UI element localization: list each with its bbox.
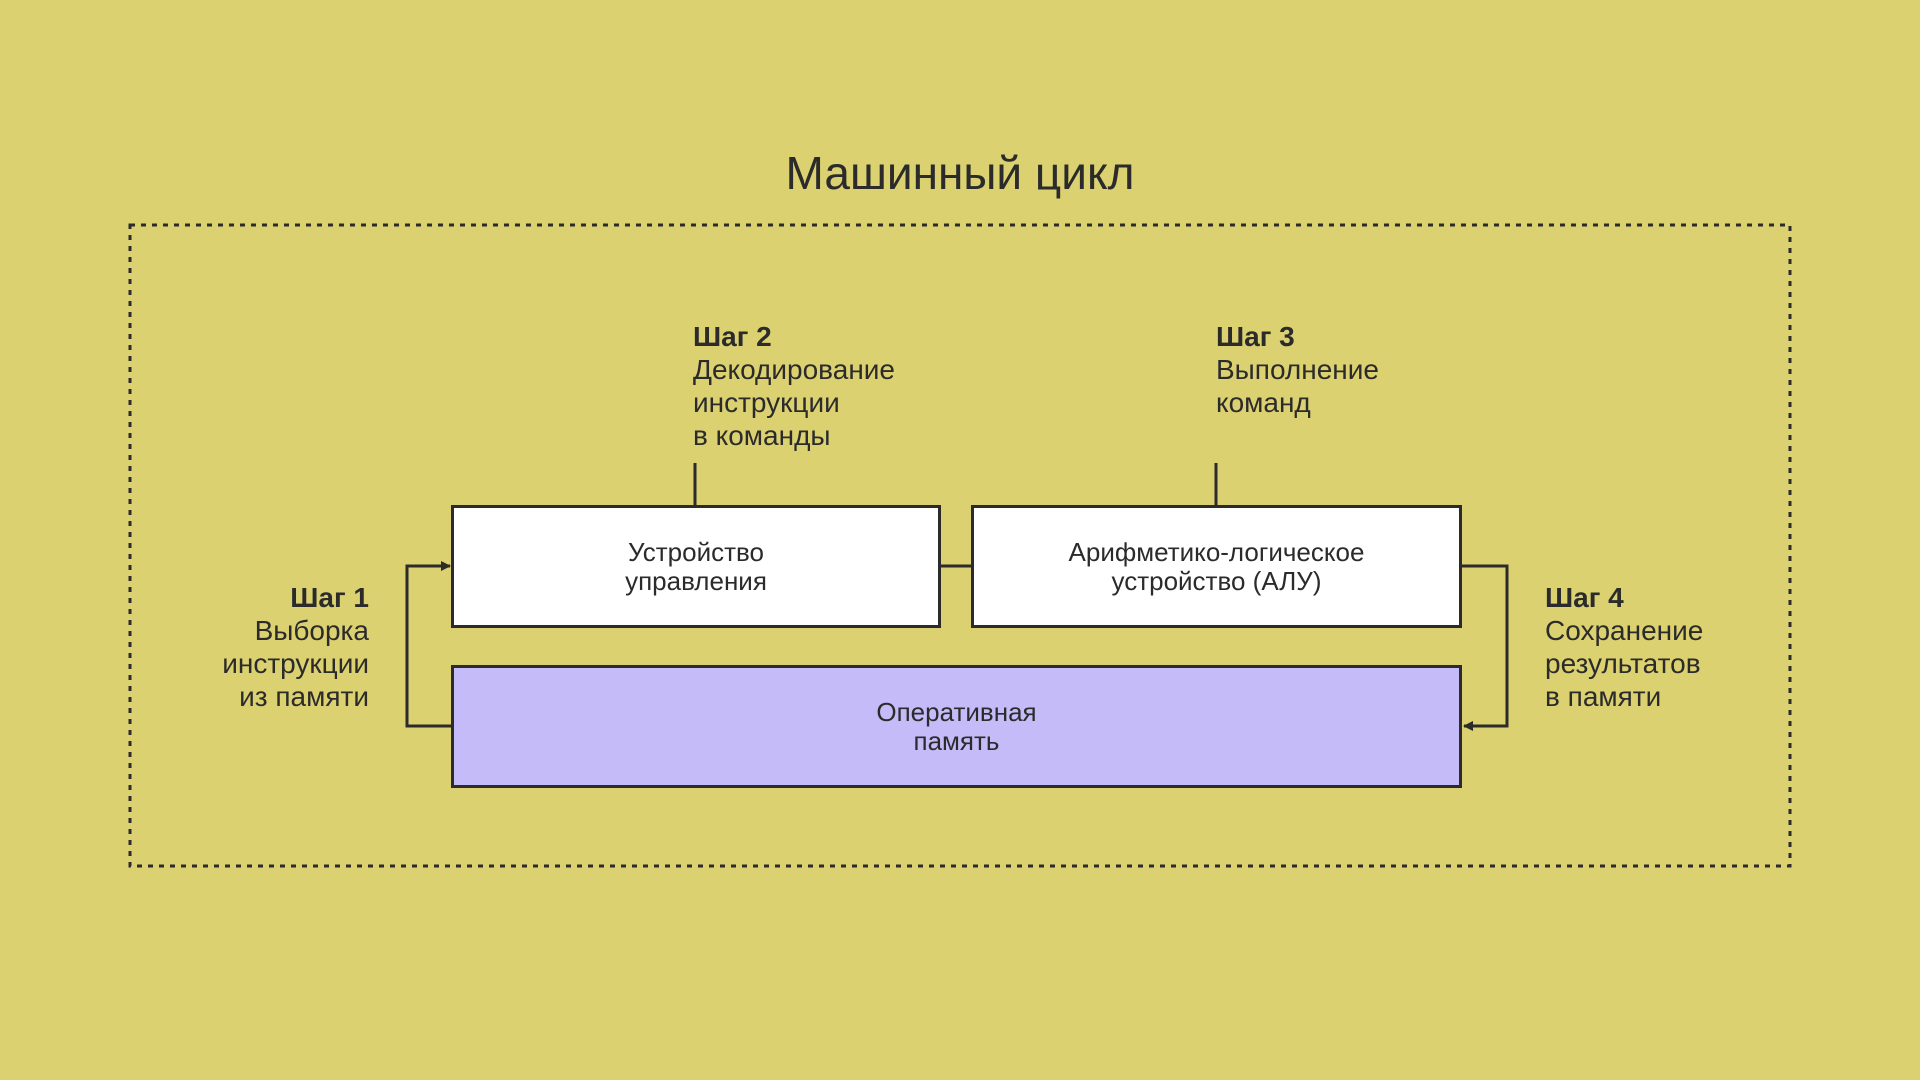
ram-label: Оперативная память (876, 696, 1037, 756)
step-4-label: Шаг 4 Сохранение результатов в памяти (1545, 581, 1703, 713)
step-2-label: Шаг 2 Декодирование инструкции в команды (693, 320, 895, 452)
step-3-title: Шаг 3 (1216, 321, 1295, 352)
control-unit-label: Устройство управления (625, 536, 767, 596)
step-4-title: Шаг 4 (1545, 582, 1624, 613)
step-4-desc: Сохранение результатов в памяти (1545, 615, 1704, 712)
alu-label: Арифметико-логическое устройство (АЛУ) (1068, 536, 1365, 596)
step-3-desc: Выполнение команд (1216, 354, 1379, 418)
step-1-label: Шаг 1 Выборка инструкции из памяти (150, 581, 369, 713)
machine-cycle-frame (128, 223, 1792, 868)
step-3-label: Шаг 3 Выполнение команд (1216, 320, 1379, 419)
step-2-title: Шаг 2 (693, 321, 772, 352)
step-1-title: Шаг 1 (290, 582, 369, 613)
ram-box: Оперативная память (451, 665, 1462, 788)
alu-box: Арифметико-логическое устройство (АЛУ) (971, 505, 1462, 628)
diagram-title: Машинный цикл (785, 147, 1135, 199)
step-2-desc: Декодирование инструкции в команды (693, 354, 895, 451)
step-1-desc: Выборка инструкции из памяти (222, 615, 369, 712)
step-1-arrow (405, 561, 453, 728)
step-4-arrow (1460, 564, 1509, 731)
control-unit-box: Устройство управления (451, 505, 941, 628)
